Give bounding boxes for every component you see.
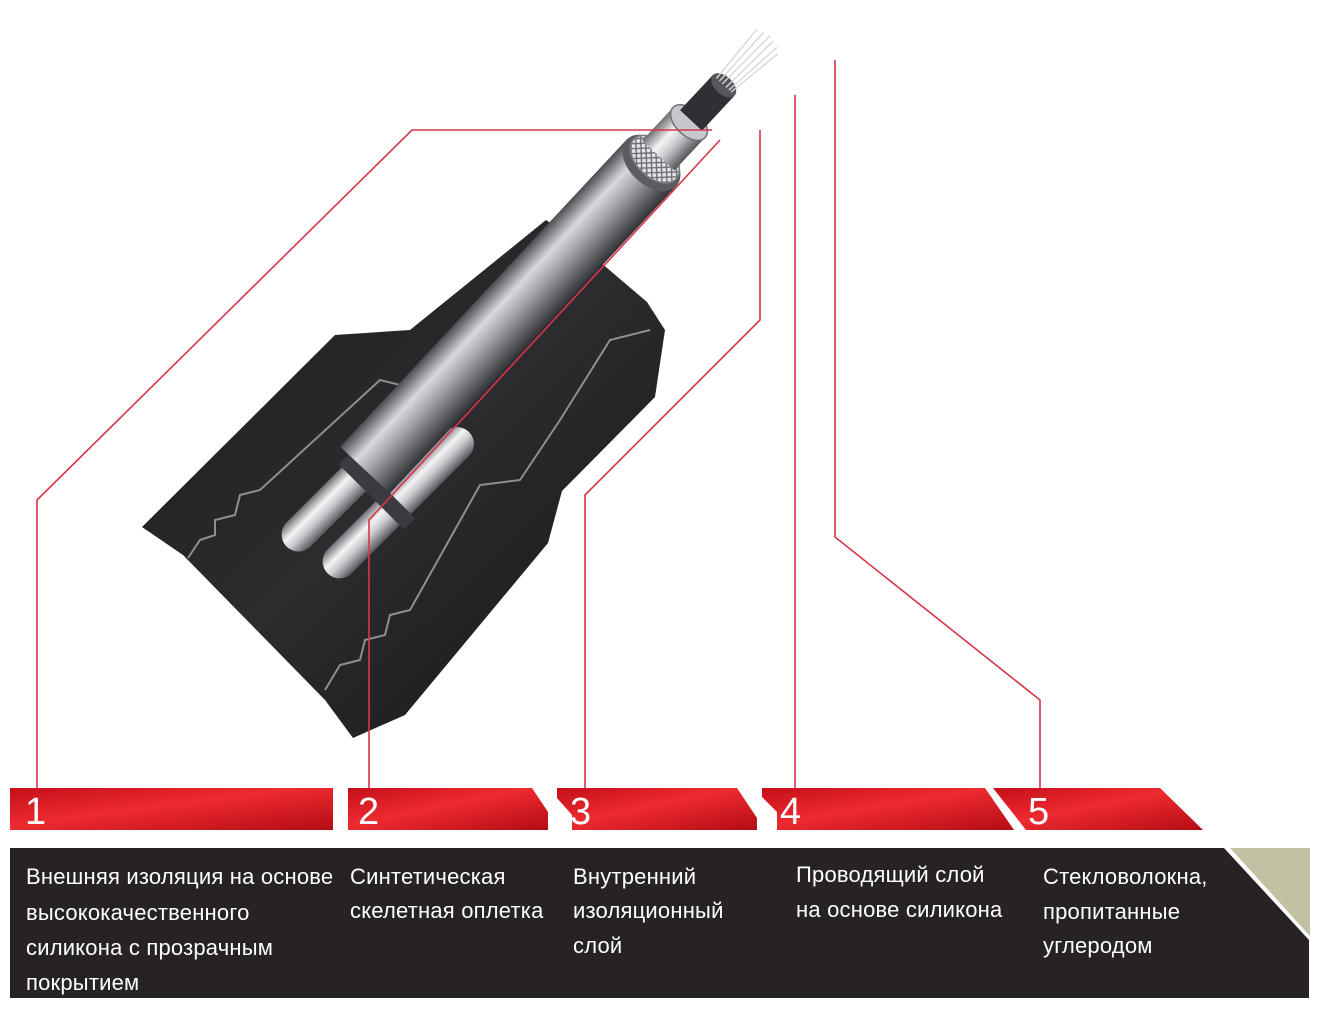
layer-description-5: Стекловолокна, пропитанные углеродом [1043,864,1214,958]
leader-line-3 [584,130,761,790]
layer-number-2: 2 [358,791,379,833]
layer-tab-2: 2 [348,788,548,833]
layer-description-1: Внешняя изоляция на основе высококачеств… [26,864,340,995]
panel-corner-accent [1230,848,1310,936]
layer-description-3: Внутренний изоляционный слой [573,864,730,958]
layer-tab-1: 1 [10,788,333,833]
layer-number-5: 5 [1028,791,1049,833]
layer-number-1: 1 [25,791,46,833]
layer-tabs: 1 2 3 4 5 [10,788,1203,833]
layer-number-4: 4 [780,791,801,833]
leader-line-5 [834,60,1041,790]
layer-description-4: Проводящий слой на основе силикона [796,862,1003,922]
layer-tab-4: 4 [762,788,1014,833]
leader-line-1 [36,129,712,790]
description-panel: Внешняя изоляция на основе высококачеств… [10,848,1310,998]
cable-body [340,28,779,494]
cable-illustration [142,28,779,738]
layer-tab-5: 5 [993,788,1203,833]
leader-line-2 [368,139,721,790]
leader-lines [36,60,1041,790]
layer-description-2: Синтетическая скелетная оплетка [350,864,544,923]
layer-tab-3: 3 [557,788,757,833]
layer-number-3: 3 [570,791,591,833]
